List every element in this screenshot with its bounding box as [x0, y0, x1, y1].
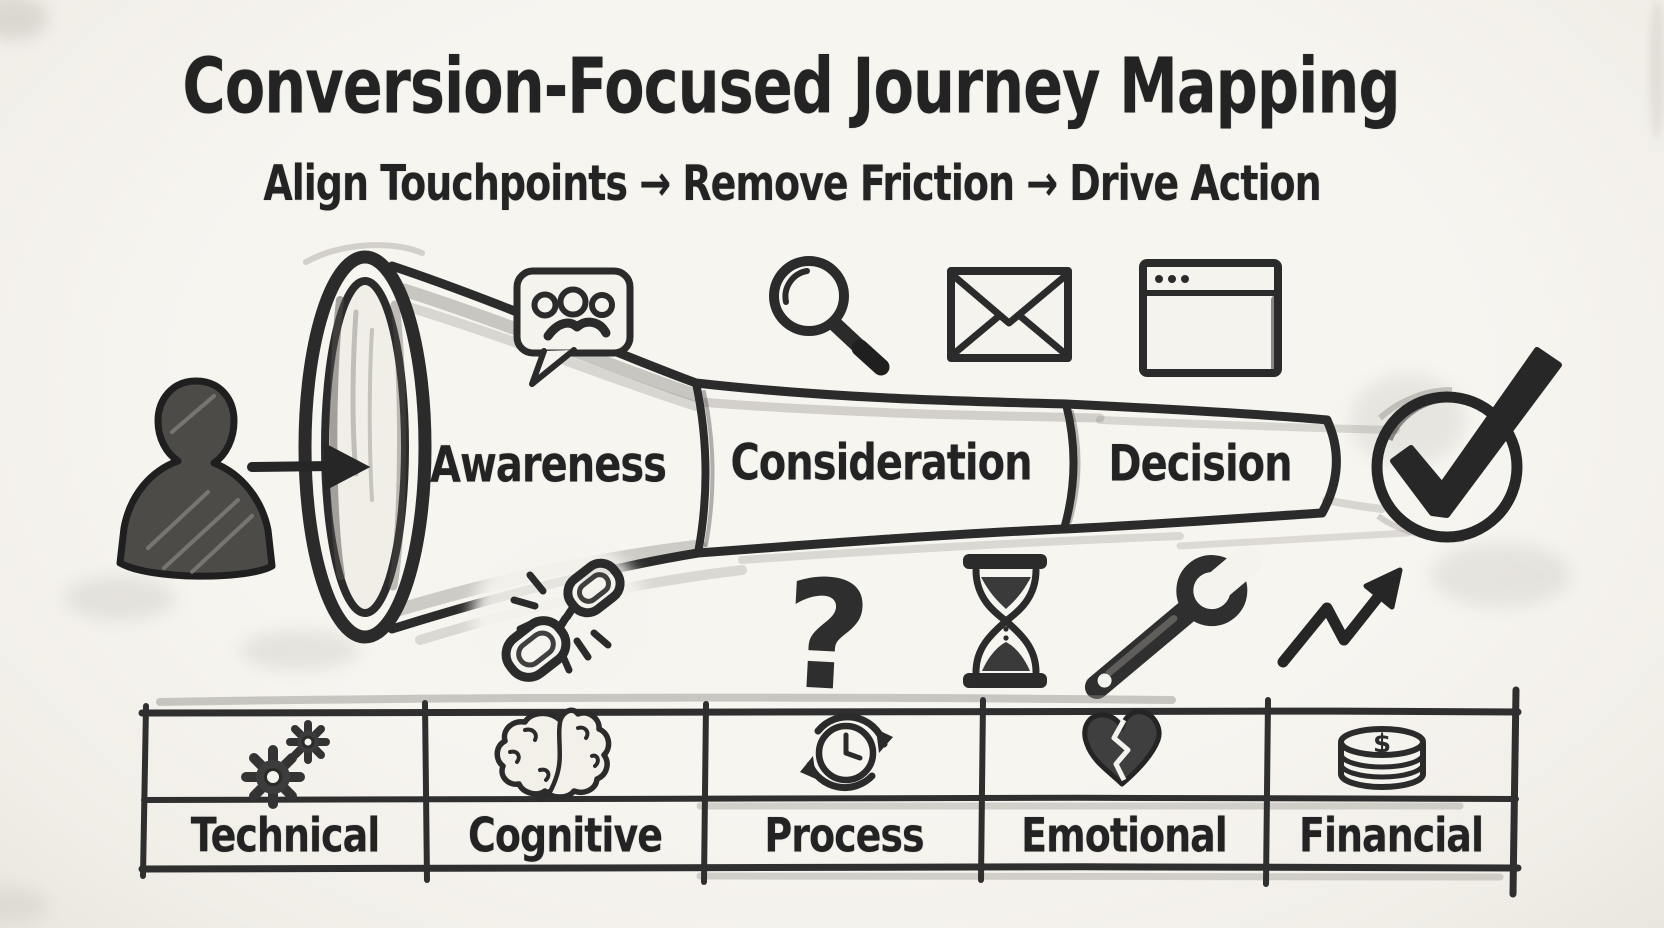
growth-arrow-icon [1277, 567, 1403, 668]
coin-stack-icon: $ [1338, 726, 1426, 790]
page-title: Conversion-Focused Journey Mapping [182, 41, 1400, 131]
page-subtitle: Align Touchpoints → Remove Friction → Dr… [263, 154, 1321, 212]
stage-divider-2 [1060, 400, 1078, 533]
stage-label-awareness: Awareness [430, 436, 667, 494]
table-label-cognitive: Cognitive [467, 807, 663, 863]
funnel-mouth [298, 250, 432, 644]
wrench-icon [1084, 546, 1263, 699]
gears-icon [241, 720, 330, 809]
person-silhouette-icon [116, 377, 276, 580]
eraser-halo [472, 538, 648, 694]
stage-label-consideration: Consideration [730, 434, 1032, 492]
envelope-icon [947, 267, 1072, 362]
funnel-end-cap [1317, 415, 1341, 518]
question-mark-icon: ? [779, 548, 875, 726]
stage-divider-1 [692, 379, 710, 557]
clock-refresh-icon [800, 713, 893, 792]
table-label-financial: Financial [1299, 807, 1484, 863]
brain-icon [494, 707, 612, 802]
hourglass-icon [963, 554, 1047, 688]
friction-table-grid [138, 686, 1522, 898]
magnifying-glass-icon [769, 256, 890, 376]
table-label-emotional: Emotional [1021, 807, 1228, 863]
broken-heart-icon [1082, 709, 1162, 787]
feedback-speech-bubble-icon [513, 267, 634, 387]
table-label-technical: Technical [190, 807, 380, 863]
stage-label-decision: Decision [1108, 435, 1292, 493]
entry-arrow-icon [247, 442, 371, 492]
browser-window-icon [1139, 259, 1282, 377]
check-circle-icon [1350, 347, 1570, 607]
checkmark [1390, 347, 1562, 518]
break-burst-lines [510, 571, 612, 674]
dollar-glyph: $ [1373, 729, 1391, 759]
broken-chain-link-icon [501, 558, 625, 682]
table-label-process: Process [764, 807, 924, 863]
